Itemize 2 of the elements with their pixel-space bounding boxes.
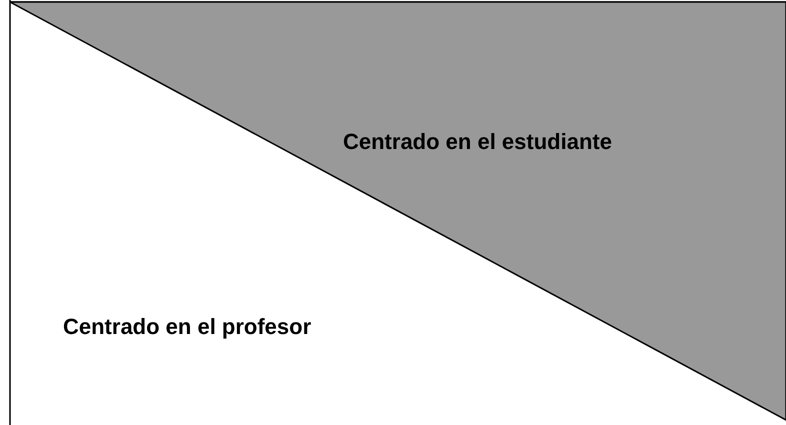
region-label: Centrado en el estudiante bbox=[343, 128, 612, 156]
region-label: Centrado en el profesor bbox=[63, 313, 312, 341]
